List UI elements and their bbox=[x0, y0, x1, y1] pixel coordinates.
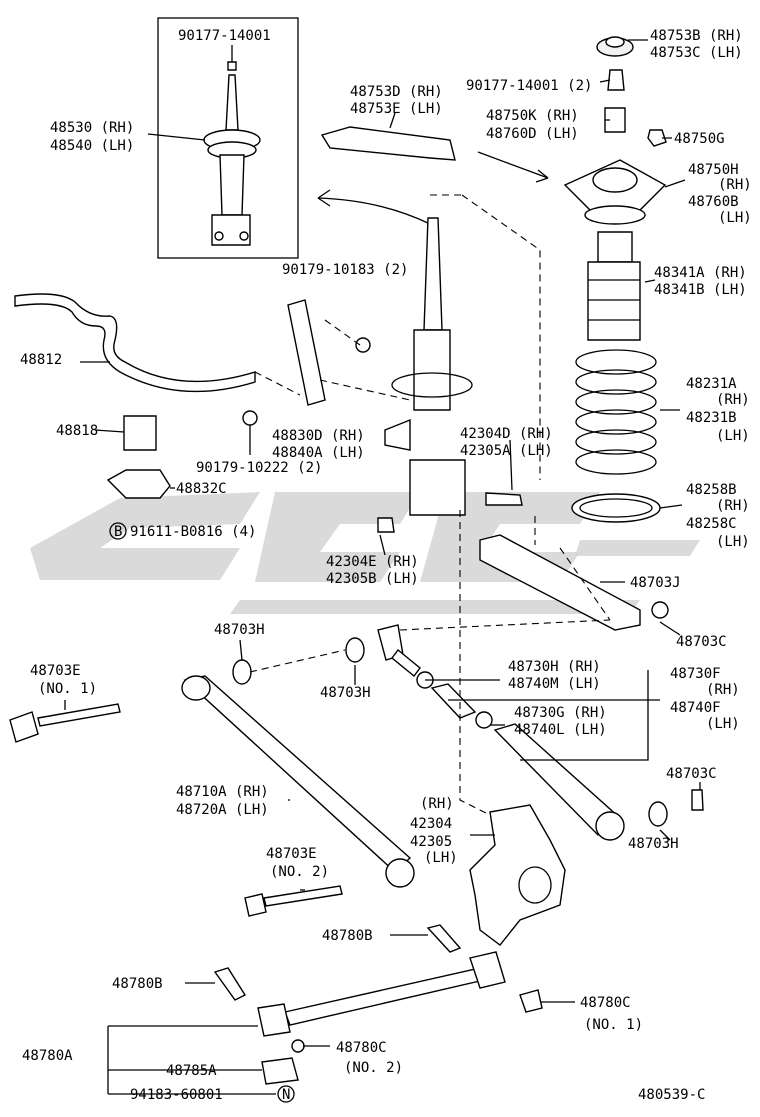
label-48703C-b: 48703C bbox=[666, 766, 717, 782]
label-48703H-c: 48703H bbox=[628, 836, 679, 852]
center-strut bbox=[384, 217, 473, 516]
label-90177-mid: 90177-14001 (2) bbox=[466, 78, 592, 94]
label-48258C: 48258C bbox=[686, 516, 737, 532]
label-48231B: 48231B bbox=[686, 410, 737, 426]
label-42304D: 42304D (RH) bbox=[460, 426, 553, 442]
label-48780B-a: 48780B bbox=[322, 928, 373, 944]
label-48730H: 48730H (RH) bbox=[508, 659, 601, 675]
label-48730F-rh: (RH) bbox=[706, 682, 740, 698]
marker-n: N bbox=[282, 1087, 290, 1103]
label-48231A-rh: (RH) bbox=[716, 392, 750, 408]
bolt-48703E-no1 bbox=[9, 703, 121, 743]
label-48703C-a: 48703C bbox=[676, 634, 727, 650]
label-48740M: 48740M (LH) bbox=[508, 676, 601, 692]
label-48830D: 48830D (RH) bbox=[272, 428, 365, 444]
label-90177-top: 90177-14001 bbox=[178, 28, 271, 44]
label-48703E-2: 48703E bbox=[266, 846, 317, 862]
bolt-48780B-a bbox=[426, 924, 462, 953]
part-labels: 90177-14001 48530 (RH) 48540 (LH) 48753D… bbox=[20, 28, 752, 1103]
label-48540: 48540 (LH) bbox=[50, 138, 134, 154]
label-48750K: 48750K (RH) bbox=[486, 108, 579, 124]
rod-48780A bbox=[284, 967, 485, 1026]
label-48740F: 48740F bbox=[670, 700, 721, 716]
marker-b-circle bbox=[109, 522, 127, 540]
label-48730F: 48730F bbox=[670, 666, 721, 682]
label-48780A: 48780A bbox=[22, 1048, 73, 1064]
label-48258B: 48258B bbox=[686, 482, 737, 498]
label-42305A: 42305A (LH) bbox=[460, 443, 553, 459]
label-42305B: 42305B (LH) bbox=[326, 571, 419, 587]
label-48785A: 48785A bbox=[166, 1063, 217, 1079]
knuckle-42304 bbox=[469, 804, 566, 946]
label-48740F-lh: (LH) bbox=[706, 716, 740, 732]
label-48720A: 48720A (LH) bbox=[176, 802, 269, 818]
strut-inset bbox=[157, 17, 299, 259]
label-48730G: 48730G (RH) bbox=[514, 705, 607, 721]
label-48231A: 48231A bbox=[686, 376, 737, 392]
label-48753B: 48753B (RH) bbox=[650, 28, 743, 44]
label-48753E: 48753E (LH) bbox=[350, 101, 443, 117]
label-48760B-lh: (LH) bbox=[718, 210, 752, 226]
bolt-48780B-b bbox=[213, 967, 247, 1001]
label-48231B-lh: (LH) bbox=[716, 428, 750, 444]
marker-n-circle bbox=[277, 1085, 295, 1103]
label-48780C-1: 48780C bbox=[580, 995, 631, 1011]
label-48780C-1n: (NO. 1) bbox=[584, 1017, 643, 1033]
label-48703E-1n: (NO. 1) bbox=[38, 681, 97, 697]
label-48703J: 48703J bbox=[630, 575, 681, 591]
label-48750G: 48750G bbox=[674, 131, 725, 147]
top-mount-group bbox=[563, 36, 667, 341]
label-48832C: 48832C bbox=[176, 481, 227, 497]
stabilizer-link bbox=[287, 299, 326, 406]
label-48710A: 48710A (RH) bbox=[176, 784, 269, 800]
label-42304-rh: (RH) bbox=[420, 796, 454, 812]
label-91611: 91611-B0816 (4) bbox=[130, 524, 256, 540]
label-48703E-2n: (NO. 2) bbox=[270, 864, 329, 880]
label-42305: 42305 bbox=[410, 834, 452, 850]
label-48753D: 48753D (RH) bbox=[350, 84, 443, 100]
label-42304: 42304 bbox=[410, 816, 452, 832]
bolt-48703E-no2 bbox=[244, 885, 343, 917]
label-90179-10183: 90179-10183 (2) bbox=[282, 262, 408, 278]
bushing-48818 bbox=[123, 415, 157, 451]
arrow-to-mount bbox=[477, 151, 549, 179]
coil-spring bbox=[575, 349, 657, 475]
label-48750H: 48750H bbox=[688, 162, 739, 178]
label-48703H-b: 48703H bbox=[320, 685, 371, 701]
label-48750H-rh: (RH) bbox=[718, 177, 752, 193]
label-48703E-1: 48703E bbox=[30, 663, 81, 679]
label-48341B: 48341B (LH) bbox=[654, 282, 747, 298]
label-48818: 48818 bbox=[56, 423, 98, 439]
label-42305-lh: (LH) bbox=[424, 850, 458, 866]
label-48258B-rh: (RH) bbox=[716, 498, 750, 514]
label-48341A: 48341A (RH) bbox=[654, 265, 747, 281]
label-48780B-b: 48780B bbox=[112, 976, 163, 992]
label-48840A: 48840A (LH) bbox=[272, 445, 365, 461]
upper-plate bbox=[320, 126, 456, 161]
marker-b: B bbox=[114, 524, 122, 540]
spring-seat bbox=[571, 493, 661, 523]
arm-48730H bbox=[430, 683, 477, 719]
lower-arm-48710A bbox=[183, 675, 412, 873]
label-48740L: 48740L (LH) bbox=[514, 722, 607, 738]
label-94183: 94183-60801 bbox=[130, 1087, 223, 1103]
label-48780C-2n: (NO. 2) bbox=[344, 1060, 403, 1076]
diagram-id: 480539-C bbox=[638, 1087, 705, 1103]
stabilizer-bar bbox=[14, 293, 256, 393]
label-48760D: 48760D (LH) bbox=[486, 126, 579, 142]
label-48812: 48812 bbox=[20, 352, 62, 368]
label-48780C-2: 48780C bbox=[336, 1040, 387, 1056]
label-48753C: 48753C (LH) bbox=[650, 45, 743, 61]
arrow-to-inset bbox=[317, 197, 431, 225]
label-42304E: 42304E (RH) bbox=[326, 554, 419, 570]
bracket-48832C bbox=[106, 469, 171, 499]
label-90179-10222: 90179-10222 (2) bbox=[196, 460, 322, 476]
label-48258C-lh: (LH) bbox=[716, 534, 750, 550]
label-48703H-a: 48703H bbox=[214, 622, 265, 638]
label-48760B: 48760B bbox=[688, 194, 739, 210]
crossmember-48703J bbox=[479, 534, 641, 631]
label-48530: 48530 (RH) bbox=[50, 120, 134, 136]
